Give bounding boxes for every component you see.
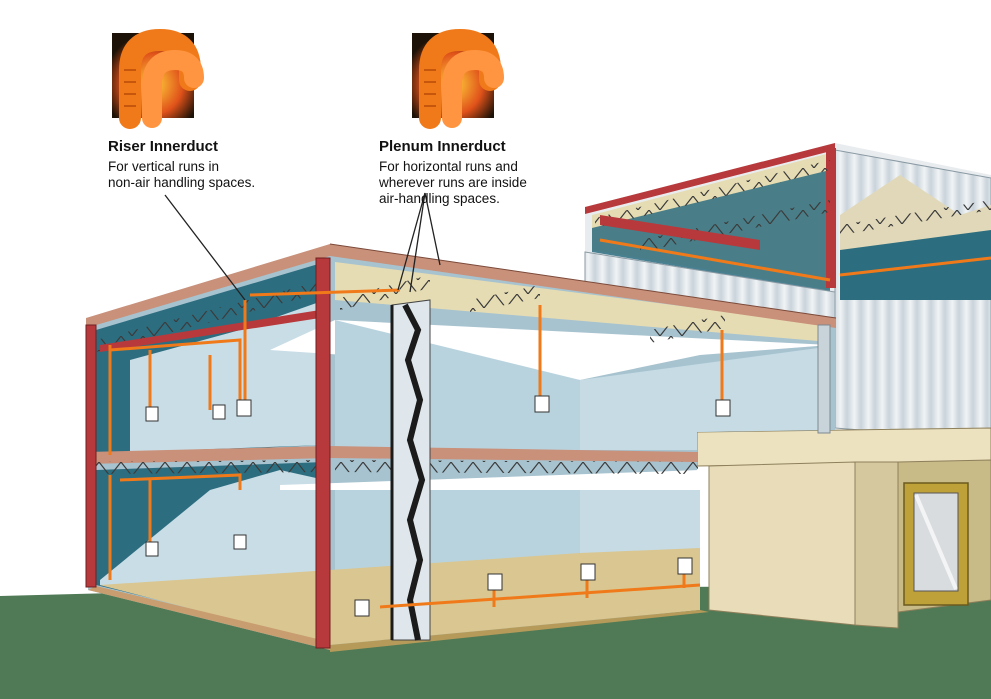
riser-desc-line: non-air handling spaces. [108, 175, 328, 191]
plenum-desc-line: wherever runs are inside [379, 175, 609, 191]
riser-innerduct-callout: Riser Innerduct For vertical runs in non… [108, 138, 328, 191]
plenum-desc-line: air-handling spaces. [379, 191, 609, 207]
steel-column-right [818, 325, 830, 433]
riser-desc-line: For vertical runs in [108, 159, 328, 175]
plenum-innerduct-icon [412, 33, 494, 118]
riser-innerduct-icon [112, 33, 194, 118]
riser-innerduct-description: For vertical runs in non-air handling sp… [108, 159, 328, 191]
plenum-innerduct-description: For horizontal runs and wherever runs ar… [379, 159, 609, 207]
right-stucco-block [697, 428, 991, 628]
steel-column-center [316, 258, 330, 648]
steel-column-left [86, 325, 96, 587]
plenum-desc-line: For horizontal runs and [379, 159, 609, 175]
riser-innerduct-title: Riser Innerduct [108, 138, 328, 156]
plenum-innerduct-title: Plenum Innerduct [379, 138, 609, 156]
plenum-innerduct-callout: Plenum Innerduct For horizontal runs and… [379, 138, 609, 207]
